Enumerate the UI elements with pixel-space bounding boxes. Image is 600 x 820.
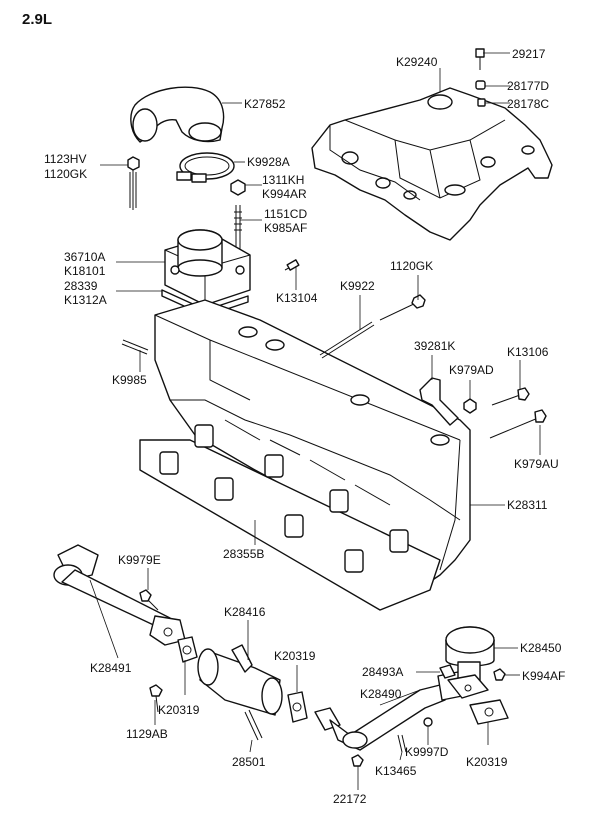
label-1120gk-left: 1120GK: [44, 167, 87, 181]
stud-22172: [351, 754, 364, 767]
label-22172: 22172: [333, 792, 367, 806]
egr-pipe-left: [53, 544, 186, 646]
label-36710a: 36710A: [64, 250, 105, 264]
stud-28501: [244, 709, 263, 741]
egr-cooler: [197, 644, 283, 716]
gasket-k20319-middle: [287, 691, 308, 723]
leader-lines: [89, 52, 541, 790]
gasket-28493a: [439, 664, 456, 679]
label-k9985: K9985: [112, 373, 147, 387]
gasket-k20319-right: [469, 699, 509, 725]
throttle-housing: [164, 229, 251, 306]
label-k985af: K985AF: [264, 221, 307, 235]
air-hose: [130, 86, 225, 143]
label-k28416: K28416: [224, 605, 266, 619]
hose-clamp: [176, 152, 235, 183]
bolt-k979au: [489, 409, 547, 439]
label-k28491: K28491: [90, 661, 132, 675]
label-28501: 28501: [232, 755, 266, 769]
label-k9922: K9922: [340, 279, 375, 293]
label-1120gk-right: 1120GK: [390, 259, 433, 273]
bolt-k979ad: [463, 398, 477, 414]
label-28493a: 28493A: [362, 665, 403, 679]
label-k994ar: K994AR: [262, 187, 307, 201]
label-28177d: 28177D: [507, 79, 549, 93]
label-k13104: K13104: [276, 291, 318, 305]
bolt-k9922: [319, 321, 375, 359]
stud-k9985: [121, 339, 149, 355]
label-k18101: K18101: [64, 264, 106, 278]
label-k9997d: K9997D: [405, 745, 449, 759]
bolt-29217: [475, 48, 485, 70]
part-labels: 29217 K29240 28177D 28178C K27852 1123HV…: [44, 47, 565, 806]
engine-cover: [311, 87, 553, 241]
label-k27852: K27852: [244, 97, 286, 111]
manifold-gasket: [139, 424, 441, 611]
bolt-k13106: [491, 387, 530, 406]
label-k13106: K13106: [507, 345, 549, 359]
egr-pipe-right: [314, 671, 463, 751]
label-k28311: K28311: [507, 498, 548, 512]
label-k28450: K28450: [520, 641, 562, 655]
label-28178c: 28178C: [507, 97, 549, 111]
nut-k994ar: [230, 179, 246, 196]
egr-valve: [445, 626, 495, 699]
label-1129ab: 1129AB: [126, 727, 168, 741]
label-k9979e: K9979E: [118, 553, 161, 567]
nut-k994af: [493, 668, 506, 681]
collar-28178c: [477, 98, 486, 107]
label-k9928a: K9928A: [247, 155, 290, 169]
label-1123hv: 1123HV: [44, 152, 86, 166]
label-k20319-left: K20319: [158, 703, 200, 717]
label-28339: 28339: [64, 279, 98, 293]
label-28355b: 28355B: [223, 547, 264, 561]
stud-k13465: [397, 734, 407, 753]
label-k20319-right: K20319: [466, 755, 508, 769]
label-k28490: K28490: [360, 687, 402, 701]
label-1151cd: 1151CD: [264, 207, 307, 221]
grommet-28177d: [475, 80, 486, 90]
stud-1151cd: [234, 205, 242, 250]
label-k20319-middle: K20319: [274, 649, 316, 663]
bolt-1120gk-right: [379, 294, 426, 321]
bracket-39281k: [419, 377, 459, 426]
stud-k13104: [284, 259, 300, 271]
label-k994af: K994AF: [522, 669, 565, 683]
bolt-k9979e: [139, 589, 159, 611]
label-39281k: 39281K: [414, 339, 455, 353]
label-1311kh: 1311KH: [262, 173, 304, 187]
nut-k9997d: [423, 717, 433, 727]
label-k1312a: K1312A: [64, 293, 107, 307]
label-k29240: K29240: [396, 55, 438, 69]
label-k979ad: K979AD: [449, 363, 494, 377]
label-k13465: K13465: [375, 764, 417, 778]
label-k979au: K979AU: [514, 457, 559, 471]
label-29217: 29217: [512, 47, 546, 61]
bolt-1123hv: [127, 156, 140, 210]
gasket-k20319-left: [177, 636, 198, 663]
bolt-1129ab: [149, 684, 163, 713]
engine-variant-title: 2.9L: [22, 11, 52, 28]
